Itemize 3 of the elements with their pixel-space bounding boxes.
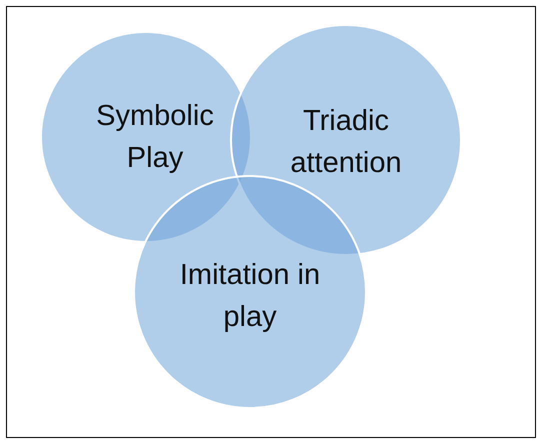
circle-label: Symbolic Play	[95, 99, 215, 176]
circle-label: Triadic attention	[289, 104, 403, 182]
circle-label: Imitation in play	[178, 258, 322, 336]
